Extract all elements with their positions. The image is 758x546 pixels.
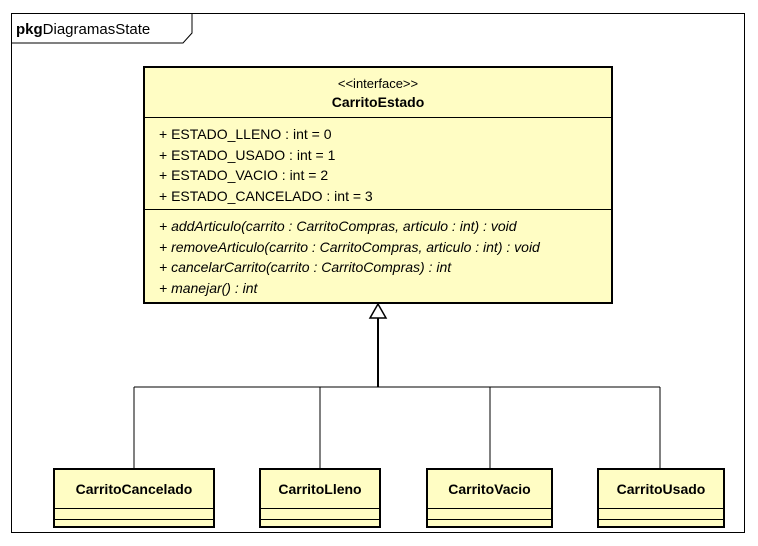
operation-row: + removeArticulo(carrito : CarritoCompra…	[159, 238, 540, 255]
attributes-compartment	[261, 508, 379, 519]
attributes-compartment: + ESTADO_LLENO : int = 0 + ESTADO_USADO …	[145, 117, 611, 209]
package-name: DiagramasState	[42, 21, 151, 38]
class-name: CarritoUsado	[616, 481, 706, 497]
operations-compartment	[261, 519, 379, 530]
package-keyword: pkg	[16, 21, 43, 38]
interface-stereotype: <<interface>>	[337, 76, 419, 91]
attribute-row: + ESTADO_USADO : int = 1	[159, 146, 336, 163]
interface-header: <<interface>> CarritoEstado	[145, 68, 611, 117]
interface-carrito-estado[interactable]: <<interface>> CarritoEstado + ESTADO_LLE…	[143, 66, 613, 304]
class-carrito-lleno[interactable]: CarritoLleno	[259, 468, 381, 528]
operations-compartment: + addArticulo(carrito : CarritoCompras, …	[145, 209, 611, 298]
interface-name: CarritoEstado	[331, 94, 425, 110]
attribute-row: + ESTADO_LLENO : int = 0	[159, 126, 332, 142]
attributes-compartment	[55, 508, 213, 519]
class-carrito-vacio[interactable]: CarritoVacio	[426, 468, 553, 528]
realization-arrowhead	[368, 302, 388, 319]
operations-compartment	[599, 519, 723, 530]
operation-row: + addArticulo(carrito : CarritoCompras, …	[159, 218, 517, 234]
class-name: CarritoVacio	[448, 481, 531, 497]
class-carrito-cancelado[interactable]: CarritoCancelado	[53, 468, 215, 528]
attributes-compartment	[428, 508, 551, 519]
package-tab	[11, 13, 193, 44]
package-label: pkgDiagramasState	[16, 21, 150, 38]
attribute-row: + ESTADO_VACIO : int = 2	[159, 167, 329, 183]
operations-compartment	[55, 519, 213, 530]
class-name: CarritoCancelado	[75, 481, 193, 497]
attribute-row: + ESTADO_CANCELADO : int = 3	[159, 187, 373, 204]
attributes-compartment	[599, 508, 723, 519]
operation-row: + cancelarCarrito(carrito : CarritoCompr…	[159, 259, 452, 275]
class-carrito-usado[interactable]: CarritoUsado	[597, 468, 725, 528]
class-name: CarritoLleno	[278, 481, 362, 497]
operation-row: + manejar() : int	[159, 279, 258, 296]
operations-compartment	[428, 519, 551, 530]
